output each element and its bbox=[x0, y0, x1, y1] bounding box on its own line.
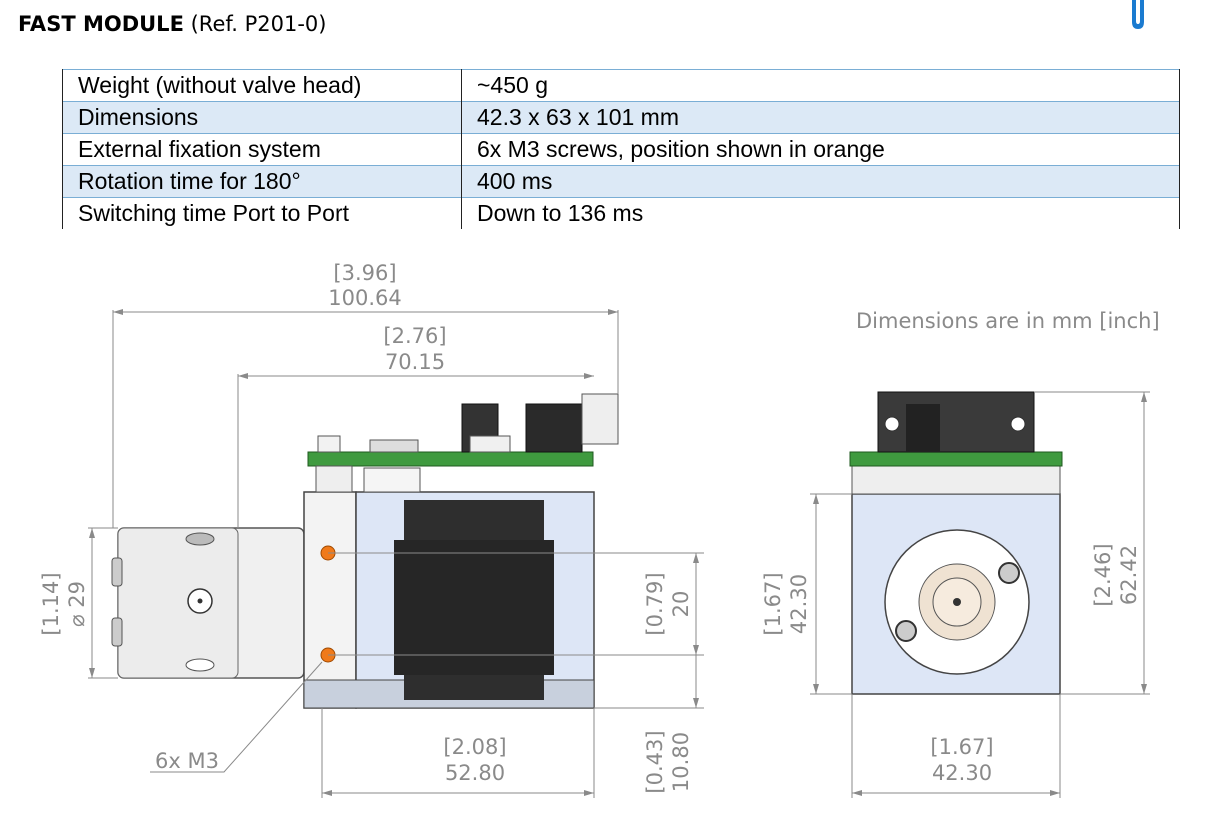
dim-label: 52.80 bbox=[445, 761, 505, 785]
table-row: Weight (without valve head) ~450 g bbox=[62, 69, 1180, 102]
end-view: [1.67] 42.30 [2.46] 62.42 [1.67] 42.30 bbox=[761, 391, 1150, 798]
power-jack bbox=[525, 403, 583, 453]
sub-d-connector bbox=[369, 439, 419, 453]
title-ref: (Ref. P201-0) bbox=[190, 12, 327, 36]
spec-label: Dimensions bbox=[62, 101, 462, 134]
title-bold: FAST MODULE bbox=[18, 12, 184, 36]
dim-label: 100.64 bbox=[328, 286, 401, 310]
dim-label: [0.79] bbox=[643, 572, 667, 635]
dim-label: [2.46] bbox=[1091, 543, 1115, 606]
fitting bbox=[111, 617, 123, 647]
mount-hole bbox=[884, 416, 900, 432]
port-hole bbox=[185, 532, 215, 546]
mount-hole bbox=[1010, 416, 1026, 432]
spec-value: ~450 g bbox=[461, 69, 1180, 102]
dim-label: [3.96] bbox=[333, 261, 396, 285]
usb-port bbox=[469, 435, 511, 453]
spec-value: 400 ms bbox=[461, 165, 1180, 198]
center-port-dot bbox=[953, 598, 961, 606]
knob bbox=[906, 404, 940, 452]
dim-label: 62.42 bbox=[1117, 545, 1141, 605]
port-hole bbox=[185, 658, 215, 672]
dim-label: 10.80 bbox=[669, 732, 693, 792]
dim-label: [2.08] bbox=[443, 735, 506, 759]
table-row: External fixation system 6x M3 screws, p… bbox=[62, 133, 1180, 166]
dim-label: ⌀ 29 bbox=[65, 581, 89, 627]
spec-label: Weight (without valve head) bbox=[62, 69, 462, 102]
table-row: Switching time Port to Port Down to 136 … bbox=[62, 197, 1180, 229]
end-spacer bbox=[851, 465, 1061, 495]
dim-label: 42.30 bbox=[932, 761, 992, 785]
adapter-block bbox=[303, 491, 357, 709]
leader-line bbox=[150, 661, 323, 773]
component bbox=[317, 435, 341, 453]
fitting bbox=[111, 557, 123, 587]
screw-callout: 6x M3 bbox=[155, 749, 219, 773]
dim-label: 20 bbox=[669, 591, 693, 618]
side-view: [3.96] 100.64 [2.76] 70.15 [1.14] ⌀ 29 [… bbox=[39, 261, 704, 798]
dim-label: 70.15 bbox=[385, 350, 445, 374]
valve-head-front bbox=[117, 527, 239, 679]
power-plug bbox=[581, 393, 619, 445]
table-row: Rotation time for 180° 400 ms bbox=[62, 165, 1180, 198]
spec-label: Switching time Port to Port bbox=[62, 197, 462, 229]
units-note: Dimensions are in mm [inch] bbox=[856, 309, 1160, 333]
dim-label: 42.30 bbox=[787, 574, 811, 634]
pcb-board bbox=[307, 451, 594, 467]
center-port-dot bbox=[197, 598, 203, 604]
pcb-board bbox=[849, 451, 1063, 467]
spec-label: External fixation system bbox=[62, 133, 462, 166]
standoff bbox=[315, 465, 353, 493]
power-jack bbox=[877, 391, 1035, 453]
technical-drawing: [3.96] 100.64 [2.76] 70.15 [1.14] ⌀ 29 [… bbox=[39, 261, 1150, 798]
motor-core bbox=[394, 540, 554, 675]
spec-value: Down to 136 ms bbox=[461, 197, 1180, 229]
spec-value: 6x M3 screws, position shown in orange bbox=[461, 133, 1180, 166]
connector bbox=[363, 467, 421, 493]
page-title: FAST MODULE (Ref. P201-0) bbox=[18, 12, 326, 36]
screw-head bbox=[895, 620, 917, 642]
spec-label: Rotation time for 180° bbox=[62, 165, 462, 198]
table-row: Dimensions 42.3 x 63 x 101 mm bbox=[62, 101, 1180, 134]
specs-table: Weight (without valve head) ~450 g Dimen… bbox=[62, 69, 1180, 229]
screw-head bbox=[998, 562, 1020, 584]
dim-label: [1.67] bbox=[930, 735, 993, 759]
spec-value: 42.3 x 63 x 101 mm bbox=[461, 101, 1180, 134]
dim-label: [0.43] bbox=[643, 730, 667, 793]
dim-label: [2.76] bbox=[383, 324, 446, 348]
dim-label: [1.14] bbox=[39, 572, 63, 635]
brand-logo-icon bbox=[1132, 0, 1144, 29]
dim-label: [1.67] bbox=[761, 572, 785, 635]
